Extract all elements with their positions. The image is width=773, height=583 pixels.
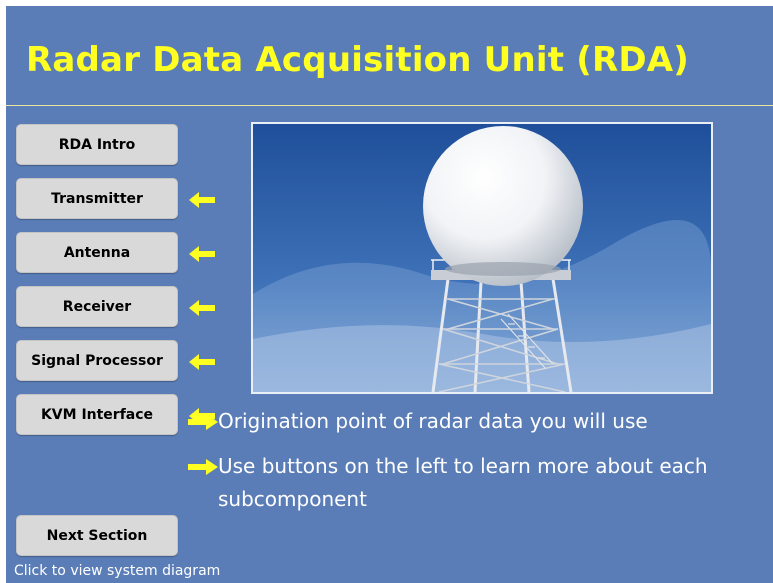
signal-processor-button[interactable]: Signal Processor — [16, 340, 178, 381]
radar-tower-photo — [251, 122, 713, 394]
receiver-button[interactable]: Receiver — [16, 286, 178, 327]
antenna-button[interactable]: Antenna — [16, 232, 178, 273]
bullet-text: Use buttons on the left to learn more ab… — [218, 454, 708, 511]
next-section-button[interactable]: Next Section — [16, 515, 178, 556]
right-arrow-icon — [188, 459, 218, 475]
title-divider — [6, 105, 773, 106]
slide: Radar Data Acquisition Unit (RDA) RDA In… — [6, 6, 773, 583]
bullet-text: Origination point of radar data you will… — [218, 409, 648, 433]
page-title: Radar Data Acquisition Unit (RDA) — [26, 40, 690, 80]
left-arrow-icon — [189, 192, 215, 208]
transmitter-button[interactable]: Transmitter — [16, 178, 178, 219]
rda-intro-button[interactable]: RDA Intro — [16, 124, 178, 165]
left-arrow-icon — [189, 300, 215, 316]
right-arrow-icon — [188, 414, 218, 430]
system-diagram-link[interactable]: Click to view system diagram — [14, 563, 221, 579]
left-arrow-icon — [189, 354, 215, 370]
left-arrow-icon — [189, 246, 215, 262]
kvm-interface-button[interactable]: KVM Interface — [16, 394, 178, 435]
